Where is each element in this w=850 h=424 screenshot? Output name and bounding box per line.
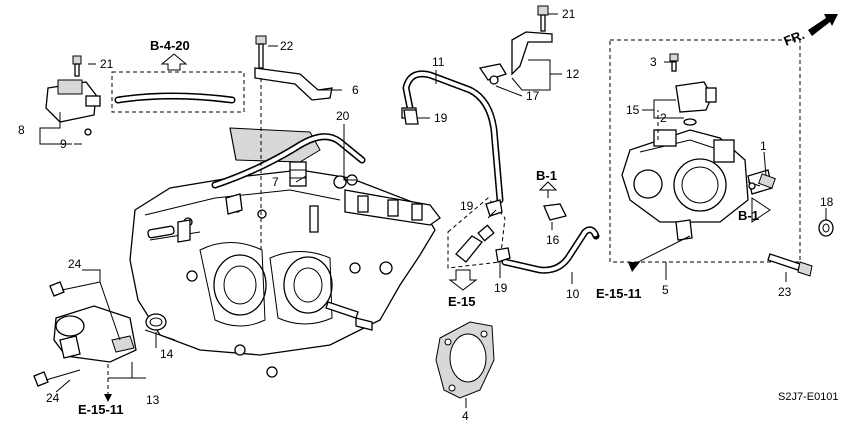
callout-3: 3 (650, 55, 657, 69)
part-8-solenoid-illustration (45, 79, 101, 136)
arrow-right-icon-b1 (751, 197, 771, 223)
intake-manifold-illustration (129, 169, 436, 378)
part-16-clamp-illustration (543, 203, 567, 221)
leader-lines (39, 13, 827, 408)
callout-4: 4 (462, 409, 469, 423)
hose-11-illustration (401, 70, 504, 204)
callout-2: 2 (660, 111, 667, 125)
part-18-seal-illustration (818, 219, 834, 237)
callout-19-middle: 19 (460, 199, 474, 213)
callout-24-bottom: 24 (46, 391, 60, 405)
part-19-top-illustration (403, 109, 419, 125)
callout-9: 9 (60, 137, 67, 151)
bracket-6-illustration (254, 35, 333, 250)
bolt-23-illustration (767, 253, 813, 277)
callout-13: 13 (146, 393, 160, 407)
callout-5: 5 (662, 283, 669, 297)
gasket-4-illustration (435, 321, 495, 399)
callout-8: 8 (18, 123, 25, 137)
callout-6: 6 (352, 83, 359, 97)
bracket-12-illustration (478, 5, 553, 85)
callout-11: 11 (432, 55, 445, 69)
fuel-rail-illustration (333, 174, 441, 226)
callout-24-top: 24 (68, 257, 82, 271)
arrow-up-icon (160, 53, 188, 71)
callout-1: 1 (760, 139, 767, 153)
arrow-icon-e15-11-right (628, 235, 691, 272)
ref-e-15: E-15 (448, 294, 475, 309)
bracket-illustration (229, 127, 321, 163)
callout-14: 14 (160, 347, 174, 361)
callout-19-bottom: 19 (494, 281, 508, 295)
callout-10: 10 (566, 287, 580, 301)
ref-e-15-11-left: E-15-11 (78, 402, 124, 417)
callout-12: 12 (566, 67, 580, 81)
part-1-screw-illustration (747, 173, 776, 190)
callout-16: 16 (546, 233, 560, 247)
callout-18: 18 (820, 195, 834, 209)
callout-20: 20 (336, 109, 350, 123)
tp-sensor-illustration (669, 53, 717, 126)
callout-23: 23 (778, 285, 792, 299)
drawing-code: S2J7-E0101 (778, 391, 839, 403)
iac-valve-illustration (33, 281, 167, 387)
hose-20-illustration (211, 133, 366, 189)
callout-15: 15 (626, 103, 640, 117)
ref-b-1-top: B-1 (536, 168, 557, 183)
bolt-21-left-illustration (72, 55, 82, 77)
throttle-body-illustration (609, 39, 801, 263)
ref-b-4-20: B-4-20 (150, 38, 190, 53)
arrow-down-icon-e15 (448, 269, 478, 291)
callout-21-left: 21 (100, 57, 114, 71)
callout-19-top: 19 (434, 111, 448, 125)
callout-22: 22 (280, 39, 294, 53)
part-7-clip-illustration (289, 161, 307, 187)
hose-b-4-20-illustration (111, 71, 245, 113)
arrow-down-icon-e15-11-left (104, 364, 112, 402)
front-direction-arrow-icon (808, 14, 838, 36)
ref-b-1-right: B-1 (738, 208, 759, 223)
callout-7: 7 (272, 175, 279, 189)
direction-label: FR. (782, 27, 807, 49)
callout-17: 17 (526, 89, 540, 103)
arrow-up-icon-b1 (538, 181, 558, 198)
hose-10-illustration (501, 226, 600, 274)
sensor-assembly-illustration (447, 197, 511, 269)
ref-e-15-11-right: E-15-11 (596, 286, 642, 301)
callout-21-top: 21 (562, 7, 576, 21)
